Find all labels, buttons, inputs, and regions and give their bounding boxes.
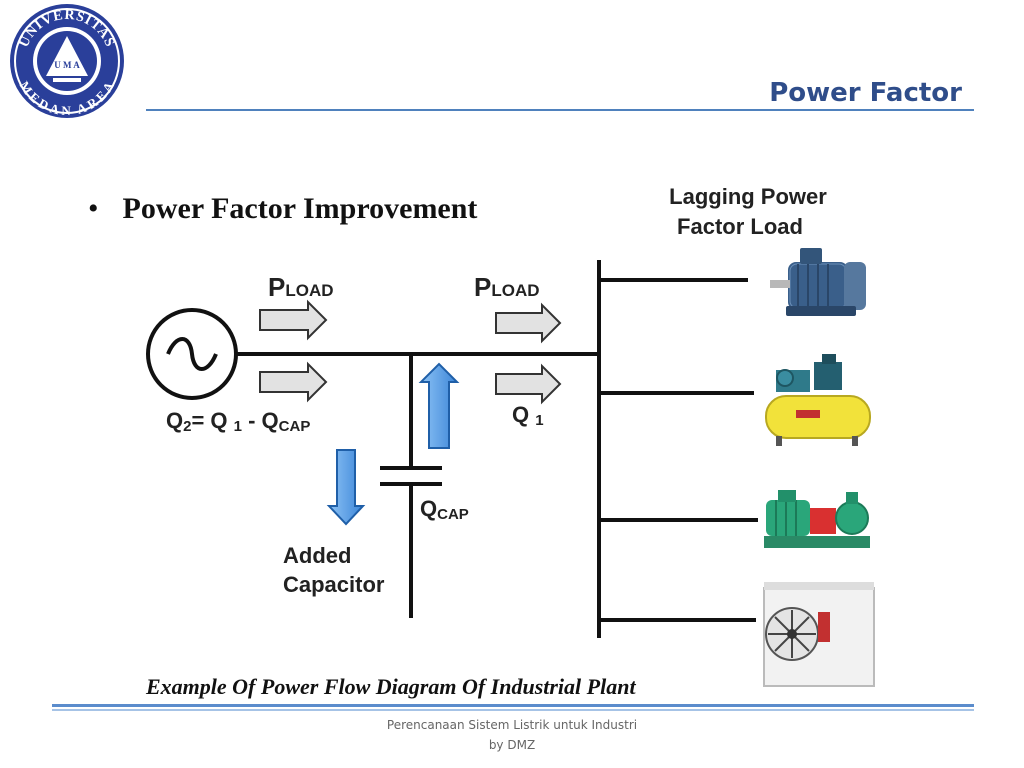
air-compressor-icon [765, 354, 871, 446]
reactive-supply-arrow [418, 362, 460, 449]
added-capacitor-line1: Added [283, 543, 351, 568]
electric-motor-icon [770, 248, 866, 316]
footer-line1: Perencanaan Sistem Listrik untuk Industr… [386, 718, 638, 732]
bullet-dot-icon: • [88, 192, 99, 225]
q2-arrow [259, 361, 328, 403]
footer-divider [52, 704, 974, 707]
added-capacitor-line2: Capacitor [283, 572, 385, 597]
header-divider [146, 109, 974, 111]
air-conditioner-unit-icon [763, 582, 875, 687]
q1-arrow [495, 363, 562, 405]
figure-caption: Example Of Power Flow Diagram Of Industr… [146, 674, 636, 699]
bullet-point: • Power Factor Improvement [88, 192, 477, 226]
p-load-arrow-left [259, 299, 328, 341]
p-load-left-label: PLOAD [268, 272, 334, 302]
university-logo: UNIVERSITAS MEDAN AREA U M A [10, 4, 124, 118]
p-load-right-label: PLOAD [474, 272, 540, 302]
q2-formula-label: Q2= Q 1 - QCAP [166, 408, 310, 435]
load-title-line1: Lagging Power [669, 184, 827, 209]
page-title: Power Factor [769, 78, 962, 108]
footer-divider-light [52, 709, 974, 711]
footer: Perencanaan Sistem Listrik untuk Industr… [312, 715, 712, 755]
bullet-text: Power Factor Improvement [122, 192, 478, 225]
load-title-line2: Factor Load [677, 214, 803, 239]
capacitor-down-arrow [326, 449, 366, 526]
qcap-label: QCAP [420, 496, 469, 523]
p-load-arrow-right [495, 302, 562, 344]
q1-label: Q 1 [512, 402, 544, 429]
logo-center-text: U M A [54, 60, 80, 70]
pump-icon [764, 490, 870, 548]
ac-source-icon [146, 308, 238, 400]
footer-line2: by DMZ [488, 738, 536, 752]
